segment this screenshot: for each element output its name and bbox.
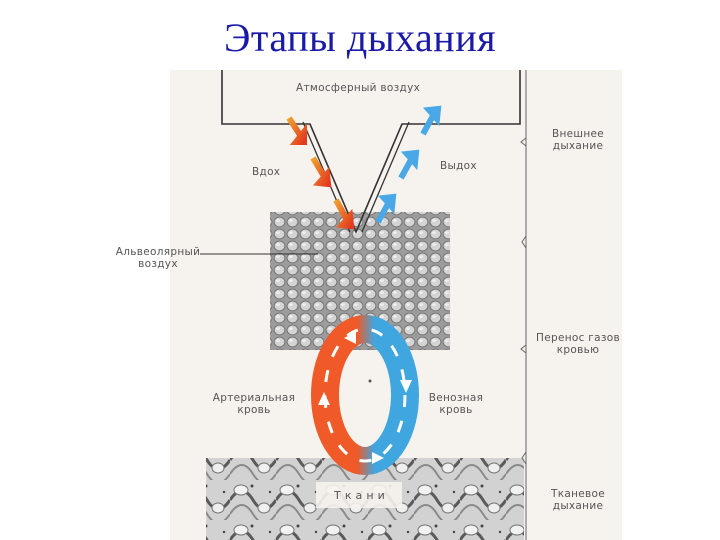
inhale-label: Вдох [252,166,281,178]
right-arrow-icon [372,452,384,464]
left-arrow-icon [344,332,356,344]
stage-3-line1: Тканевое [551,488,605,500]
exhale-label: Выдох [440,160,477,172]
up-arrow-icon [318,392,330,405]
tissue-label-backdrop [316,482,402,508]
stage-1-line1: Внешнее [551,128,605,140]
center-marker [368,379,372,383]
venous-blood-line2: кровь [439,404,473,416]
arterial-blood-label: Артериальная кровь [206,392,302,416]
alveolar-air-line1: Альвеолярный [115,246,201,258]
arterial-blood-line1: Артериальная [212,392,296,404]
stage-external-respiration: Внешнее дыхание [532,128,624,152]
stage-gas-transport: Перенос газов кровью [530,332,626,356]
arterial-blood-line2: кровь [237,404,271,416]
stage-2-line1: Перенос газов [536,332,620,344]
venous-blood-label: Венозная кровь [418,392,494,416]
alveolar-air-label: Альвеолярный воздух [112,246,204,270]
inhale-arrows [286,116,355,230]
stage-2-line2: кровью [556,344,600,356]
blood-circulation-ring [311,315,419,475]
down-arrow-icon [400,380,412,393]
alveolar-air-line2: воздух [138,258,178,270]
venous-blood-line1: Венозная [428,392,484,404]
atmospheric-air-label: Атмосферный воздух [296,82,421,94]
airway-inner-right [361,121,410,233]
stage-tissue-respiration: Тканевое дыхание [532,488,624,512]
stage-3-line2: дыхание [552,500,604,512]
airway-outer-contour [221,70,521,235]
stage-1-line2: дыхание [552,140,604,152]
exhale-arrows [375,105,442,224]
slide-title: Этапы дыхания [223,15,497,60]
stage-bracket [520,70,527,540]
tissues-label: Т к а н и [334,489,386,502]
